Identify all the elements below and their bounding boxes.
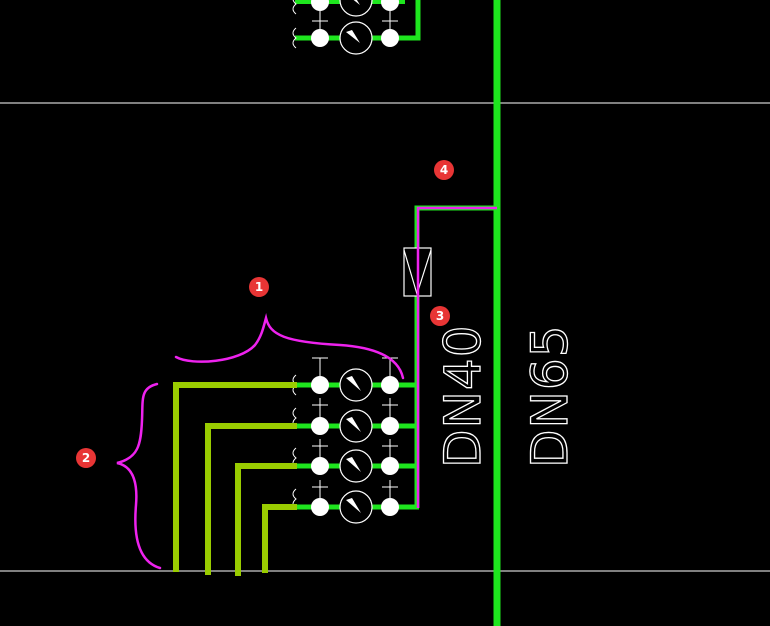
union-icon [292, 0, 297, 49]
valve-icon [381, 417, 399, 435]
valve-icon [381, 457, 399, 475]
markup-brace-top [174, 313, 405, 380]
size-label-dn65-group: DN65 [520, 324, 579, 469]
meter-row [292, 439, 399, 483]
valve-icon [311, 417, 329, 435]
meter-manifold [292, 357, 419, 524]
badge-2-number: 2 [82, 451, 90, 465]
size-label-dn65: DN65 [521, 324, 579, 468]
meter-icon [339, 0, 373, 17]
outlet-pipes [173, 382, 297, 576]
outlet-pipe [262, 504, 297, 573]
valve-icon [381, 0, 399, 11]
meter-row [292, 357, 399, 402]
meter-row [292, 480, 399, 524]
badge-3-number: 3 [436, 309, 444, 323]
badge-3: 3 [430, 306, 450, 326]
markup-route-line [416, 206, 497, 508]
meter-icon [339, 409, 373, 443]
valve-icon [381, 29, 399, 47]
valve-icon [381, 376, 399, 394]
outlet-pipe [205, 423, 297, 575]
size-label-dn40-group: DN40 [433, 324, 492, 469]
markup-brace-left [116, 382, 162, 570]
badge-1: 1 [249, 277, 269, 297]
meter-icon [339, 21, 373, 55]
upper-meter-group [292, 0, 421, 55]
upper-riser-branch [295, 0, 421, 41]
meter-row [292, 398, 399, 443]
valve-icon [311, 376, 329, 394]
badge-4-number: 4 [440, 163, 448, 177]
valve-icon [381, 498, 399, 516]
valve-icon [311, 29, 329, 47]
meter-icon [339, 368, 373, 402]
badge-2: 2 [76, 448, 96, 468]
size-label-dn40: DN40 [434, 324, 492, 468]
badge-1-number: 1 [255, 280, 263, 294]
meter-icon [339, 449, 373, 483]
valve-icon [311, 498, 329, 516]
badge-4: 4 [434, 160, 454, 180]
outlet-pipe [173, 382, 297, 572]
outlet-pipe [235, 463, 297, 576]
meter-icon [339, 490, 373, 524]
valve-icon [311, 457, 329, 475]
valve-icon [311, 0, 329, 11]
markup-annotations [116, 206, 497, 570]
